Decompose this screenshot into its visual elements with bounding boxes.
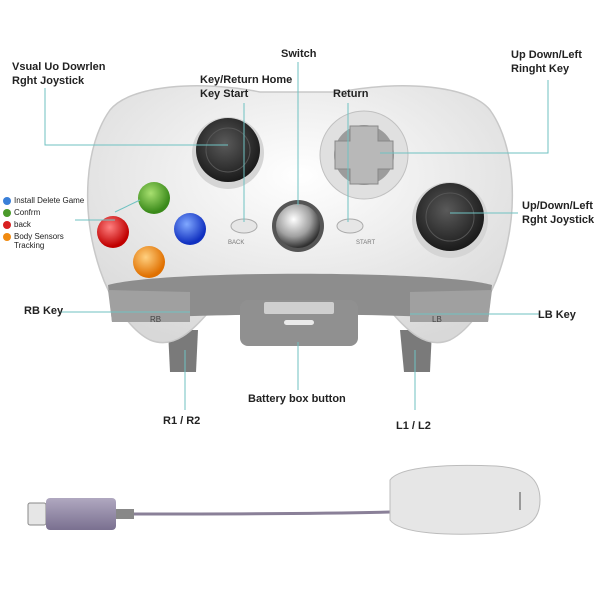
face-button-legend: Install Delete Game Confrm back Body Sen… <box>3 196 84 253</box>
label-dpad: Up Down/Left Ringht Key <box>511 49 582 75</box>
svg-text:BACK: BACK <box>228 240 244 246</box>
right-joystick <box>412 182 488 258</box>
rb-bumper-key: RB <box>150 315 161 324</box>
callout-lines <box>44 62 549 410</box>
legend-label: back <box>14 220 31 229</box>
usb-receiver <box>27 464 541 535</box>
legend-label: Install Delete Game <box>14 196 85 205</box>
green-dot-icon <box>3 209 11 217</box>
svg-text:LB: LB <box>432 315 442 324</box>
start-button: START <box>336 218 375 246</box>
label-l1-l2: L1 / L2 <box>396 420 431 432</box>
orange-dot-icon <box>3 233 11 241</box>
b-button <box>97 216 129 248</box>
a-button <box>133 246 165 278</box>
label-return: Return <box>333 88 369 100</box>
x-button <box>174 213 206 245</box>
legend-item: Install Delete Game <box>3 196 84 205</box>
svg-text:START: START <box>356 240 375 246</box>
legend-item: Body Sensors Tracking <box>3 232 84 250</box>
guide-switch-button <box>272 200 324 252</box>
label-home-start: Key/Return Home Key Start <box>200 74 293 100</box>
label-r1-r2: R1 / R2 <box>163 415 201 427</box>
legend-label: Confrm <box>14 208 41 217</box>
svg-text:RB: RB <box>150 315 161 324</box>
bumper-band <box>108 273 492 322</box>
legend-item: Confrm <box>3 208 84 217</box>
red-dot-icon <box>3 221 11 229</box>
legend-item: back <box>3 220 84 229</box>
label-battery-box: Battery box button <box>248 393 346 405</box>
legend-label: Body Sensors Tracking <box>14 232 64 250</box>
label-rb-key: RB Key <box>24 305 64 317</box>
lb-bumper-key: LB <box>432 315 442 324</box>
label-lb-key: LB Key <box>538 309 576 321</box>
y-button <box>138 182 170 214</box>
label-right-joystick: Up/Down/Left Rght Joystick <box>522 200 595 226</box>
battery-box <box>240 300 358 346</box>
d-pad <box>319 110 409 200</box>
label-switch: Switch <box>281 48 317 60</box>
left-joystick <box>192 117 264 189</box>
label-left-joystick: Vsual Uo Dowrlen Rght Joystick <box>12 61 106 87</box>
blue-dot-icon <box>3 197 11 205</box>
